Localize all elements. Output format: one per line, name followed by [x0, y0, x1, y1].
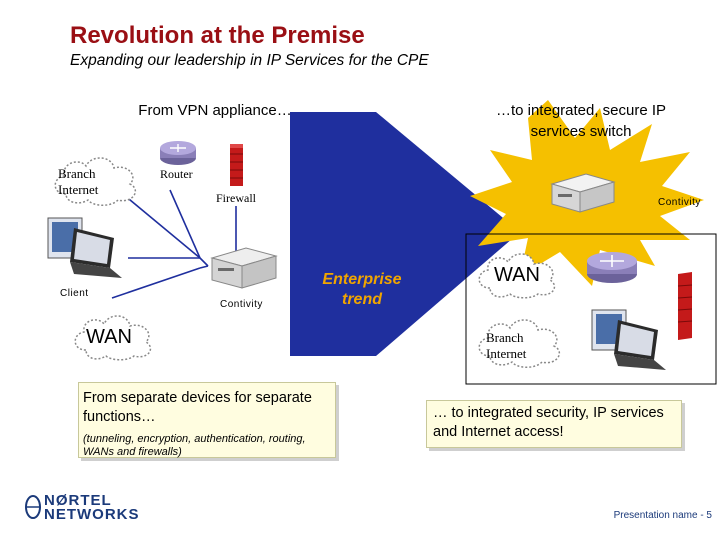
- page-subtitle: Expanding our leadership in IP Services …: [70, 52, 429, 69]
- firewall-device-right: [674, 270, 696, 342]
- cloud-icon: [74, 315, 152, 361]
- cloud-icon: [478, 253, 556, 299]
- server-icon: [210, 247, 278, 289]
- contivity-label-left: Contivity: [220, 299, 263, 310]
- router-icon: [160, 141, 196, 165]
- page-title: Revolution at the Premise: [70, 22, 365, 49]
- laptop-icon: [591, 309, 666, 370]
- wan-cloud-left: WAN: [70, 310, 156, 362]
- enterprise-trend-label: Enterprise trend: [322, 271, 402, 308]
- integrated-security-box: … to integrated security, IP services an…: [426, 400, 682, 448]
- cloud-icon: [54, 157, 136, 206]
- logo-line-1: NØRTEL: [44, 492, 112, 509]
- cloud-icon: [478, 319, 560, 368]
- integrated-security-text: … to integrated security, IP services an…: [433, 405, 664, 440]
- firewall-icon: [230, 144, 243, 186]
- wan-label-right: WAN: [494, 264, 540, 286]
- contivity-label-right: Contivity: [658, 197, 701, 208]
- firewall-device: [228, 142, 246, 188]
- globe-icon: [25, 495, 41, 519]
- cloud-label-right: Branch Internet: [486, 330, 527, 361]
- client-label: Client: [60, 288, 89, 299]
- connection-lines: [111, 189, 237, 299]
- router-device: [158, 140, 198, 166]
- separate-devices-text: From separate devices for separate funct…: [83, 390, 312, 425]
- logo-line-2: NETWORKS: [44, 506, 140, 523]
- firewall-label: Firewall: [216, 191, 256, 205]
- router-icon: [587, 252, 637, 283]
- separate-devices-box: From separate devices for separate funct…: [78, 382, 336, 458]
- contivity-device-left: [206, 244, 280, 292]
- client-laptop: [34, 214, 126, 284]
- contivity-device-right: [548, 170, 618, 216]
- router-device-right: [584, 250, 640, 284]
- branch-internet-cloud-right: Branch Internet: [474, 312, 566, 370]
- right-heading: …to integrated, secure IP services switc…: [495, 102, 667, 140]
- router-label: Router: [160, 167, 193, 181]
- nortel-logo: NØRTEL NETWORKS: [24, 492, 139, 522]
- page-number-label: Presentation name - 5: [613, 510, 712, 521]
- wan-cloud-right: WAN: [474, 246, 560, 300]
- left-heading: From VPN appliance…: [138, 102, 292, 119]
- laptop-icon: [47, 217, 122, 278]
- cloud-label: Branch Internet: [58, 166, 99, 197]
- integrated-switch-frame: [465, 233, 717, 385]
- server-icon: [550, 173, 616, 213]
- firewall-icon: [677, 272, 693, 340]
- enterprise-trend-arrow: [290, 112, 520, 356]
- wan-label-left: WAN: [86, 326, 132, 348]
- branch-internet-cloud-left: Branch Internet: [48, 150, 144, 208]
- client-laptop-right: [578, 306, 670, 378]
- separate-devices-note: (tunneling, encryption, authentication, …: [83, 433, 306, 458]
